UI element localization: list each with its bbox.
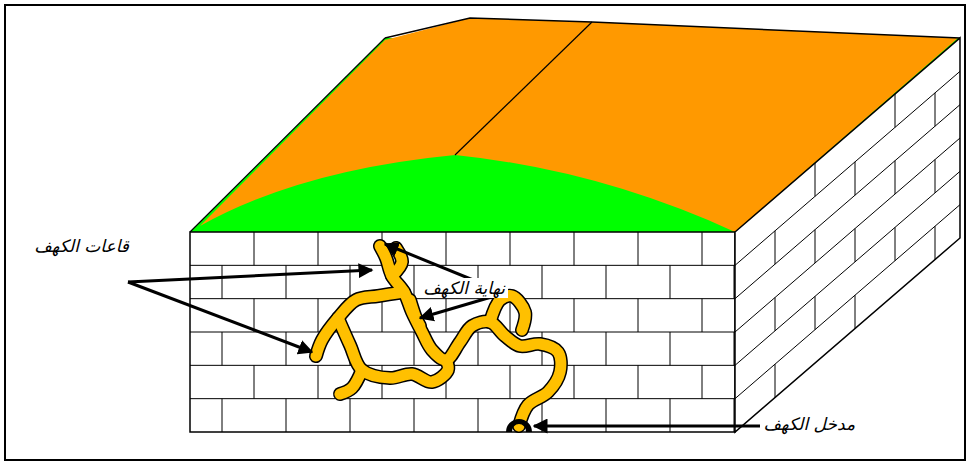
cave-outline: [340, 370, 362, 394]
brick-joint: [735, 205, 960, 399]
brick-joint: [510, 232, 511, 265]
brick-joint: [815, 296, 816, 329]
brick-joint: [670, 332, 671, 365]
brick-joint: [895, 161, 896, 194]
brick-joint: [446, 299, 447, 332]
brick-joint: [638, 232, 639, 265]
cave-outline: [316, 292, 404, 356]
brick-joint: [414, 332, 415, 365]
part-label: مدخل الكهف: [760, 414, 858, 434]
front-face: [190, 232, 735, 432]
brick-joint: [190, 265, 735, 266]
brick-joint: [735, 171, 960, 365]
cave-passage: [338, 318, 448, 382]
brick-joint: [855, 295, 856, 328]
side-face: [735, 38, 960, 432]
cave-passage: [316, 292, 404, 356]
brick-joint: [606, 265, 607, 298]
brick-joint: [222, 332, 223, 365]
brick-joint: [382, 299, 383, 332]
brick-joint: [734, 265, 735, 298]
brick-joint: [735, 71, 960, 265]
brick-joint: [510, 299, 511, 332]
brick-joint: [815, 230, 816, 263]
part-label: نهاية الكهف: [420, 278, 508, 298]
brick-joint: [775, 298, 776, 331]
brick-joint: [286, 399, 287, 432]
brick-joint: [702, 365, 703, 398]
brick-joint: [286, 265, 287, 298]
brick-joint: [254, 365, 255, 398]
brick-joint: [895, 227, 896, 260]
brick-joint: [734, 332, 735, 365]
brick-joint: [735, 105, 960, 299]
cave-outline: [380, 246, 561, 426]
brick-joint: [855, 162, 856, 195]
cave-passage: [392, 248, 402, 276]
brick-joint: [855, 229, 856, 262]
brick-joint: [702, 232, 703, 265]
brick-joint: [446, 232, 447, 265]
brick-joint: [638, 299, 639, 332]
brick-joint: [254, 232, 255, 265]
brick-joint: [574, 365, 575, 398]
cave-entrance: [506, 419, 532, 432]
brick-joint: [222, 399, 223, 432]
brick-joint: [670, 265, 671, 298]
brick-joint: [638, 365, 639, 398]
brick-joint: [775, 231, 776, 264]
brick-joint: [815, 163, 816, 196]
brick-joint: [254, 299, 255, 332]
brick-joint: [350, 399, 351, 432]
brick-joint: [775, 364, 776, 397]
brick-joint: [478, 332, 479, 365]
brick-joint: [414, 265, 415, 298]
cave-passage: [340, 370, 362, 394]
brick-joint: [935, 160, 936, 193]
brick-joint: [414, 399, 415, 432]
frame: [5, 5, 965, 460]
brick-joint: [286, 332, 287, 365]
brick-joint: [478, 399, 479, 432]
leader-arrow: [128, 282, 312, 352]
brick-joint: [735, 138, 960, 332]
cave-outline: [392, 248, 402, 276]
brick-joint: [702, 299, 703, 332]
brick-joint: [574, 299, 575, 332]
brick-joint: [606, 332, 607, 365]
leader-arrow: [534, 425, 770, 428]
brick-joint: [935, 226, 936, 259]
cave-passage: [490, 296, 525, 330]
ridge-line: [455, 22, 592, 155]
brick-joint: [574, 232, 575, 265]
brick-joint: [318, 299, 319, 332]
leader-arrow: [128, 270, 372, 282]
brick-joint: [318, 365, 319, 398]
block-edge: [190, 38, 385, 232]
brick-joint: [895, 94, 896, 127]
part-label: قاعات الكهف: [31, 236, 132, 256]
brick-joint: [542, 265, 543, 298]
top-edge: [385, 18, 960, 38]
brick-joint: [222, 265, 223, 298]
cave-passage: [380, 246, 561, 426]
brick-joint: [190, 398, 735, 399]
brick-joint: [318, 232, 319, 265]
cave-passage: [410, 300, 420, 326]
brick-joint: [935, 93, 936, 126]
brick-joint: [510, 365, 511, 398]
brick-joint: [190, 365, 735, 366]
